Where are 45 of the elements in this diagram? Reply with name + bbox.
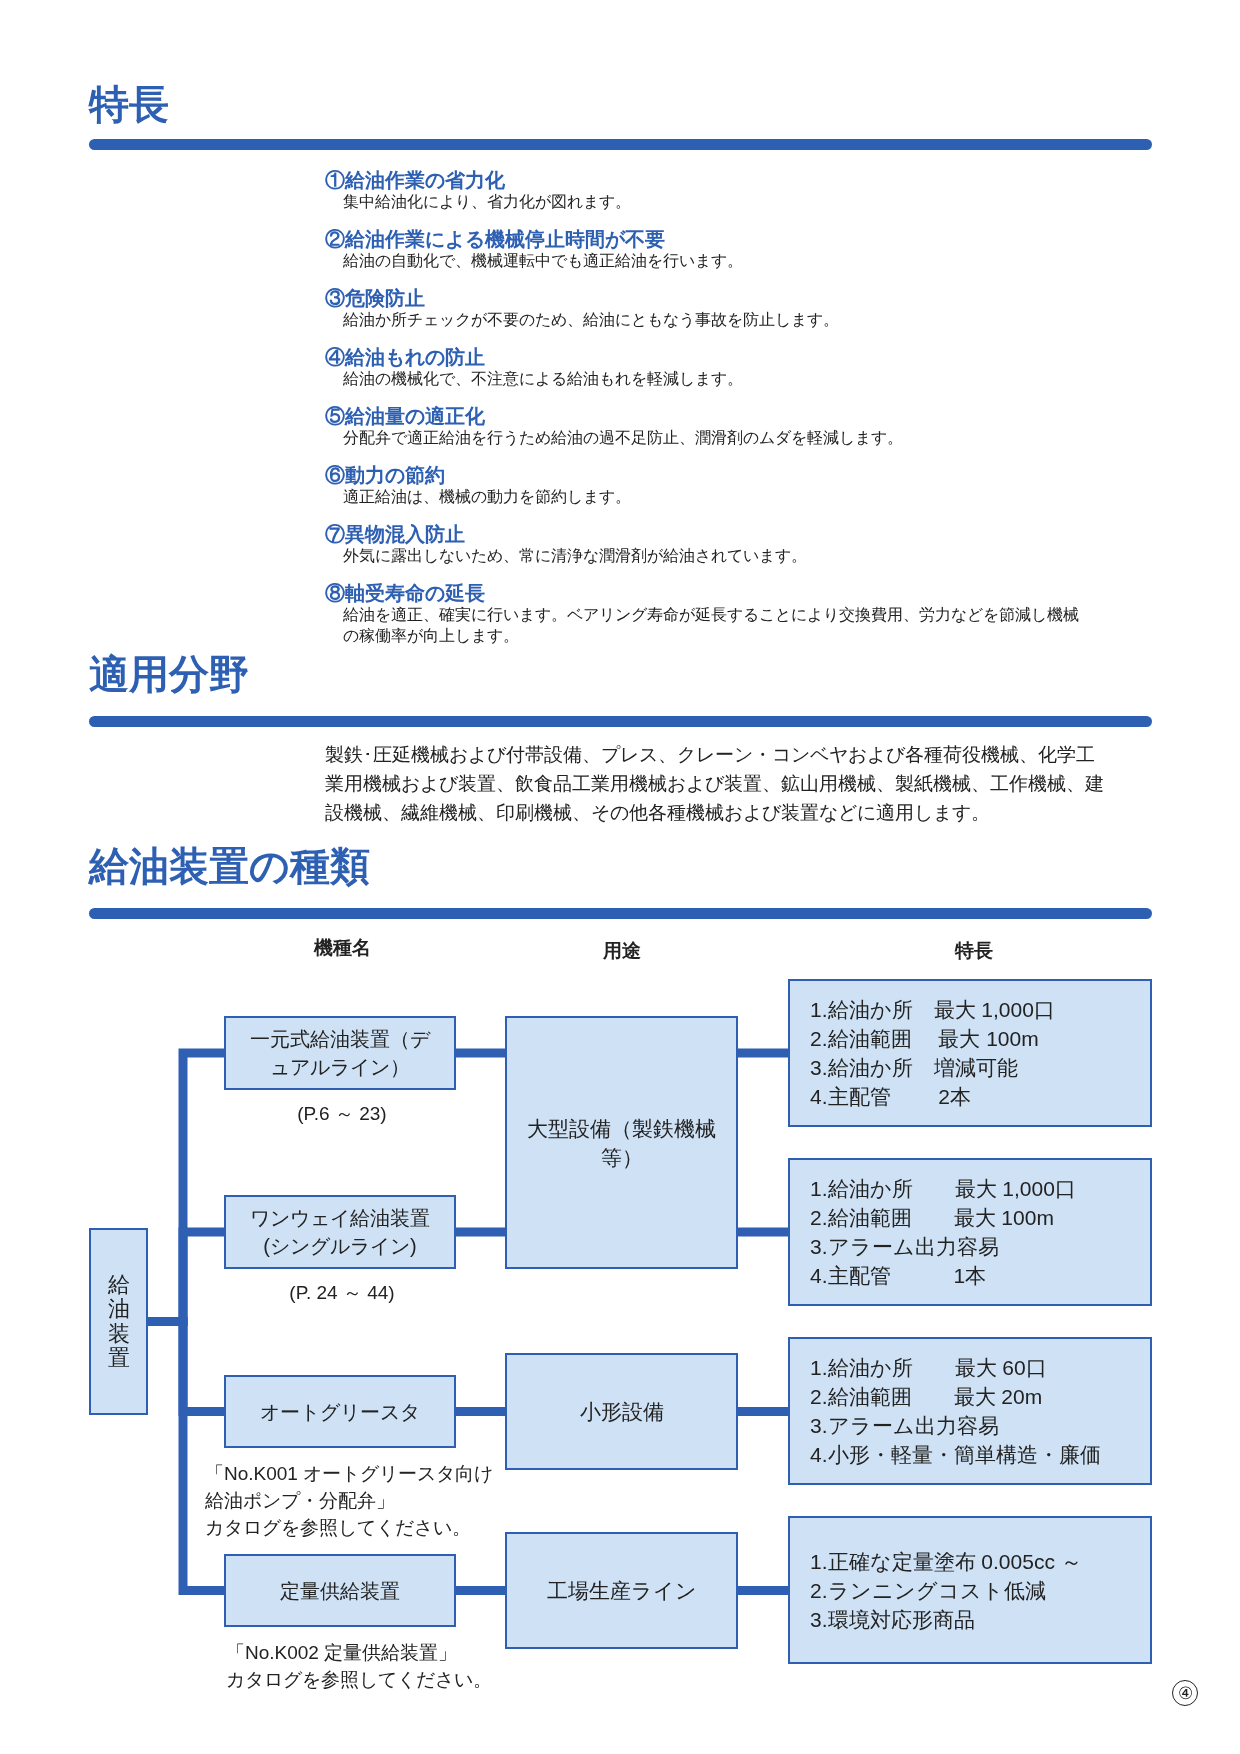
section-heading: 特長: [89, 84, 169, 124]
feature-description: 給油を適正、確実に行います。ベアリング寿命が延長することにより交換費用、労力などを節減し機械の稼働率が向上します。: [343, 605, 1080, 646]
connector-line: [738, 1227, 788, 1237]
note-text: カタログを参照してください。: [205, 1516, 472, 1540]
feature-description: 分配弁で適正給油を行うため給油の過不足防止、潤滑剤のムダを軽減します。: [343, 428, 904, 448]
application-box: 小形設備: [505, 1353, 738, 1470]
column-heading: 機種名: [312, 936, 372, 960]
feature-description: 給油の機械化で、不注意による給油もれを軽減します。: [343, 369, 744, 389]
note-text: (P. 24 ～ 44): [288, 1281, 396, 1305]
feature-box: 1.正確な定量塗布 0.005cc ～ 2.ランニングコスト低減 3.環境対応形商品: [788, 1516, 1152, 1664]
feature-description: 給油の自動化で、機械運転中でも適正給油を行います。: [343, 251, 744, 271]
connector-line: [456, 1048, 505, 1058]
connector-line: [738, 1586, 788, 1595]
connector-line: [738, 1048, 788, 1058]
connector-line: [456, 1227, 505, 1237]
feature-description: 集中給油化により、省力化が図れます。: [343, 192, 632, 212]
feature-box: 1.給油か所 最大 60口 2.給油範囲 最大 20m 3.アラーム出力容易 4.小形・軽量・簡単構造・廉価: [788, 1337, 1152, 1485]
feature-title: ③危険防止: [325, 286, 425, 311]
note-text: (P.6 ～ 23): [296, 1102, 388, 1126]
note-text: カタログを参照してください。: [226, 1668, 493, 1692]
connector-line: [456, 1407, 505, 1416]
application-box: 工場生産ライン: [505, 1532, 738, 1649]
note-text: 「No.K001 オートグリースタ向け給油ポンプ・分配弁」: [205, 1462, 495, 1513]
column-heading: 特長: [953, 939, 994, 963]
feature-title: ⑥動力の節約: [325, 463, 445, 488]
connector-line: [738, 1407, 788, 1416]
feature-title: ⑤給油量の適正化: [325, 404, 485, 429]
section-heading: 適用分野: [89, 654, 249, 694]
feature-title: ⑧軸受寿命の延長: [325, 581, 485, 606]
feature-box: 1.給油か所 最大 1,000口 2.給油範囲 最大 100m 3.アラーム出力容易 4.主配管 1本: [788, 1158, 1152, 1306]
feature-title: ①給油作業の省力化: [325, 168, 505, 193]
paragraph: 製鉄･圧延機械および付帯設備、プレス、クレーン・コンベヤおよび各種荷役機械、化学工業用機械および装置、飲食品工業用機械および装置、鉱山用機械、製紙機械、工作機械、建設機械、繊維機械、印刷機械、その他各種機械および装置などに適用します。: [325, 743, 1105, 825]
feature-description: 給油か所チェックが不要のため、給油にともなう事故を防止します。: [343, 310, 840, 330]
section-heading: 給油装置の種類: [89, 846, 370, 886]
feature-title: ⑦異物混入防止: [325, 522, 465, 547]
column-heading: 用途: [602, 939, 642, 963]
application-box: 大型設備（製鉄機械等）: [505, 1016, 738, 1269]
feature-description: 適正給油は、機械の動力を節約します。: [343, 487, 632, 507]
connector-line: [456, 1586, 505, 1595]
note-text: 「No.K002 定量供給装置」: [226, 1641, 459, 1665]
system-box: 給油装置: [89, 1228, 148, 1415]
feature-description: 外気に露出しないため、常に清浄な潤滑剤が給油されています。: [343, 546, 808, 566]
feature-title: ②給油作業による機械停止時間が不要: [325, 227, 665, 252]
feature-title: ④給油もれの防止: [325, 345, 485, 370]
feature-box: 1.給油か所 最大 1,000口 2.給油範囲 最大 100m 3.給油か所 増減可能 4.主配管 2本: [788, 979, 1152, 1127]
